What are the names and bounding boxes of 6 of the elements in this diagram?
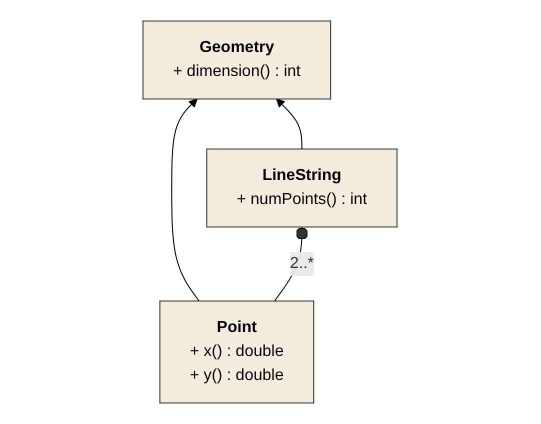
node-box: LineString + numPoints() : int bbox=[206, 148, 398, 228]
arrow bbox=[276, 98, 303, 150]
node-box: Geometry + dimension() : int bbox=[142, 20, 332, 100]
arrow bbox=[172, 98, 200, 302]
node-box: Point + x() : double + y() : double bbox=[160, 300, 315, 404]
edge-label: 2..* bbox=[290, 255, 314, 272]
